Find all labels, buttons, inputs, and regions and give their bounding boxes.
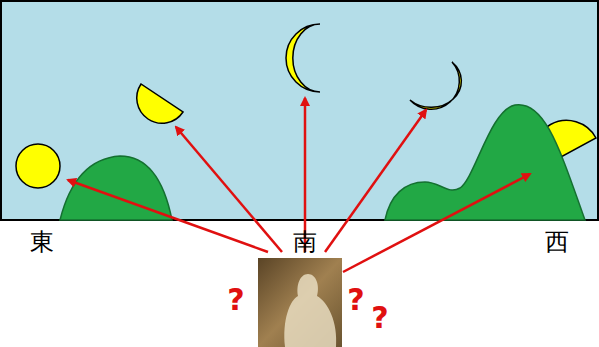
question-mark: ?: [227, 285, 244, 315]
full-moon: [16, 144, 60, 188]
half-moon: [137, 84, 183, 123]
mountains: [385, 105, 585, 220]
portrait-photo: [258, 258, 342, 347]
crescent-moon: [286, 24, 320, 92]
question-mark: ?: [347, 285, 364, 315]
portrait-figure: [284, 274, 336, 347]
thin-crescent: [410, 62, 461, 109]
direction-label: 東: [30, 230, 54, 254]
sight-arrows: [68, 98, 530, 272]
direction-label: 西: [545, 230, 569, 254]
question-mark: ?: [371, 303, 388, 333]
direction-label: 南: [293, 230, 317, 254]
